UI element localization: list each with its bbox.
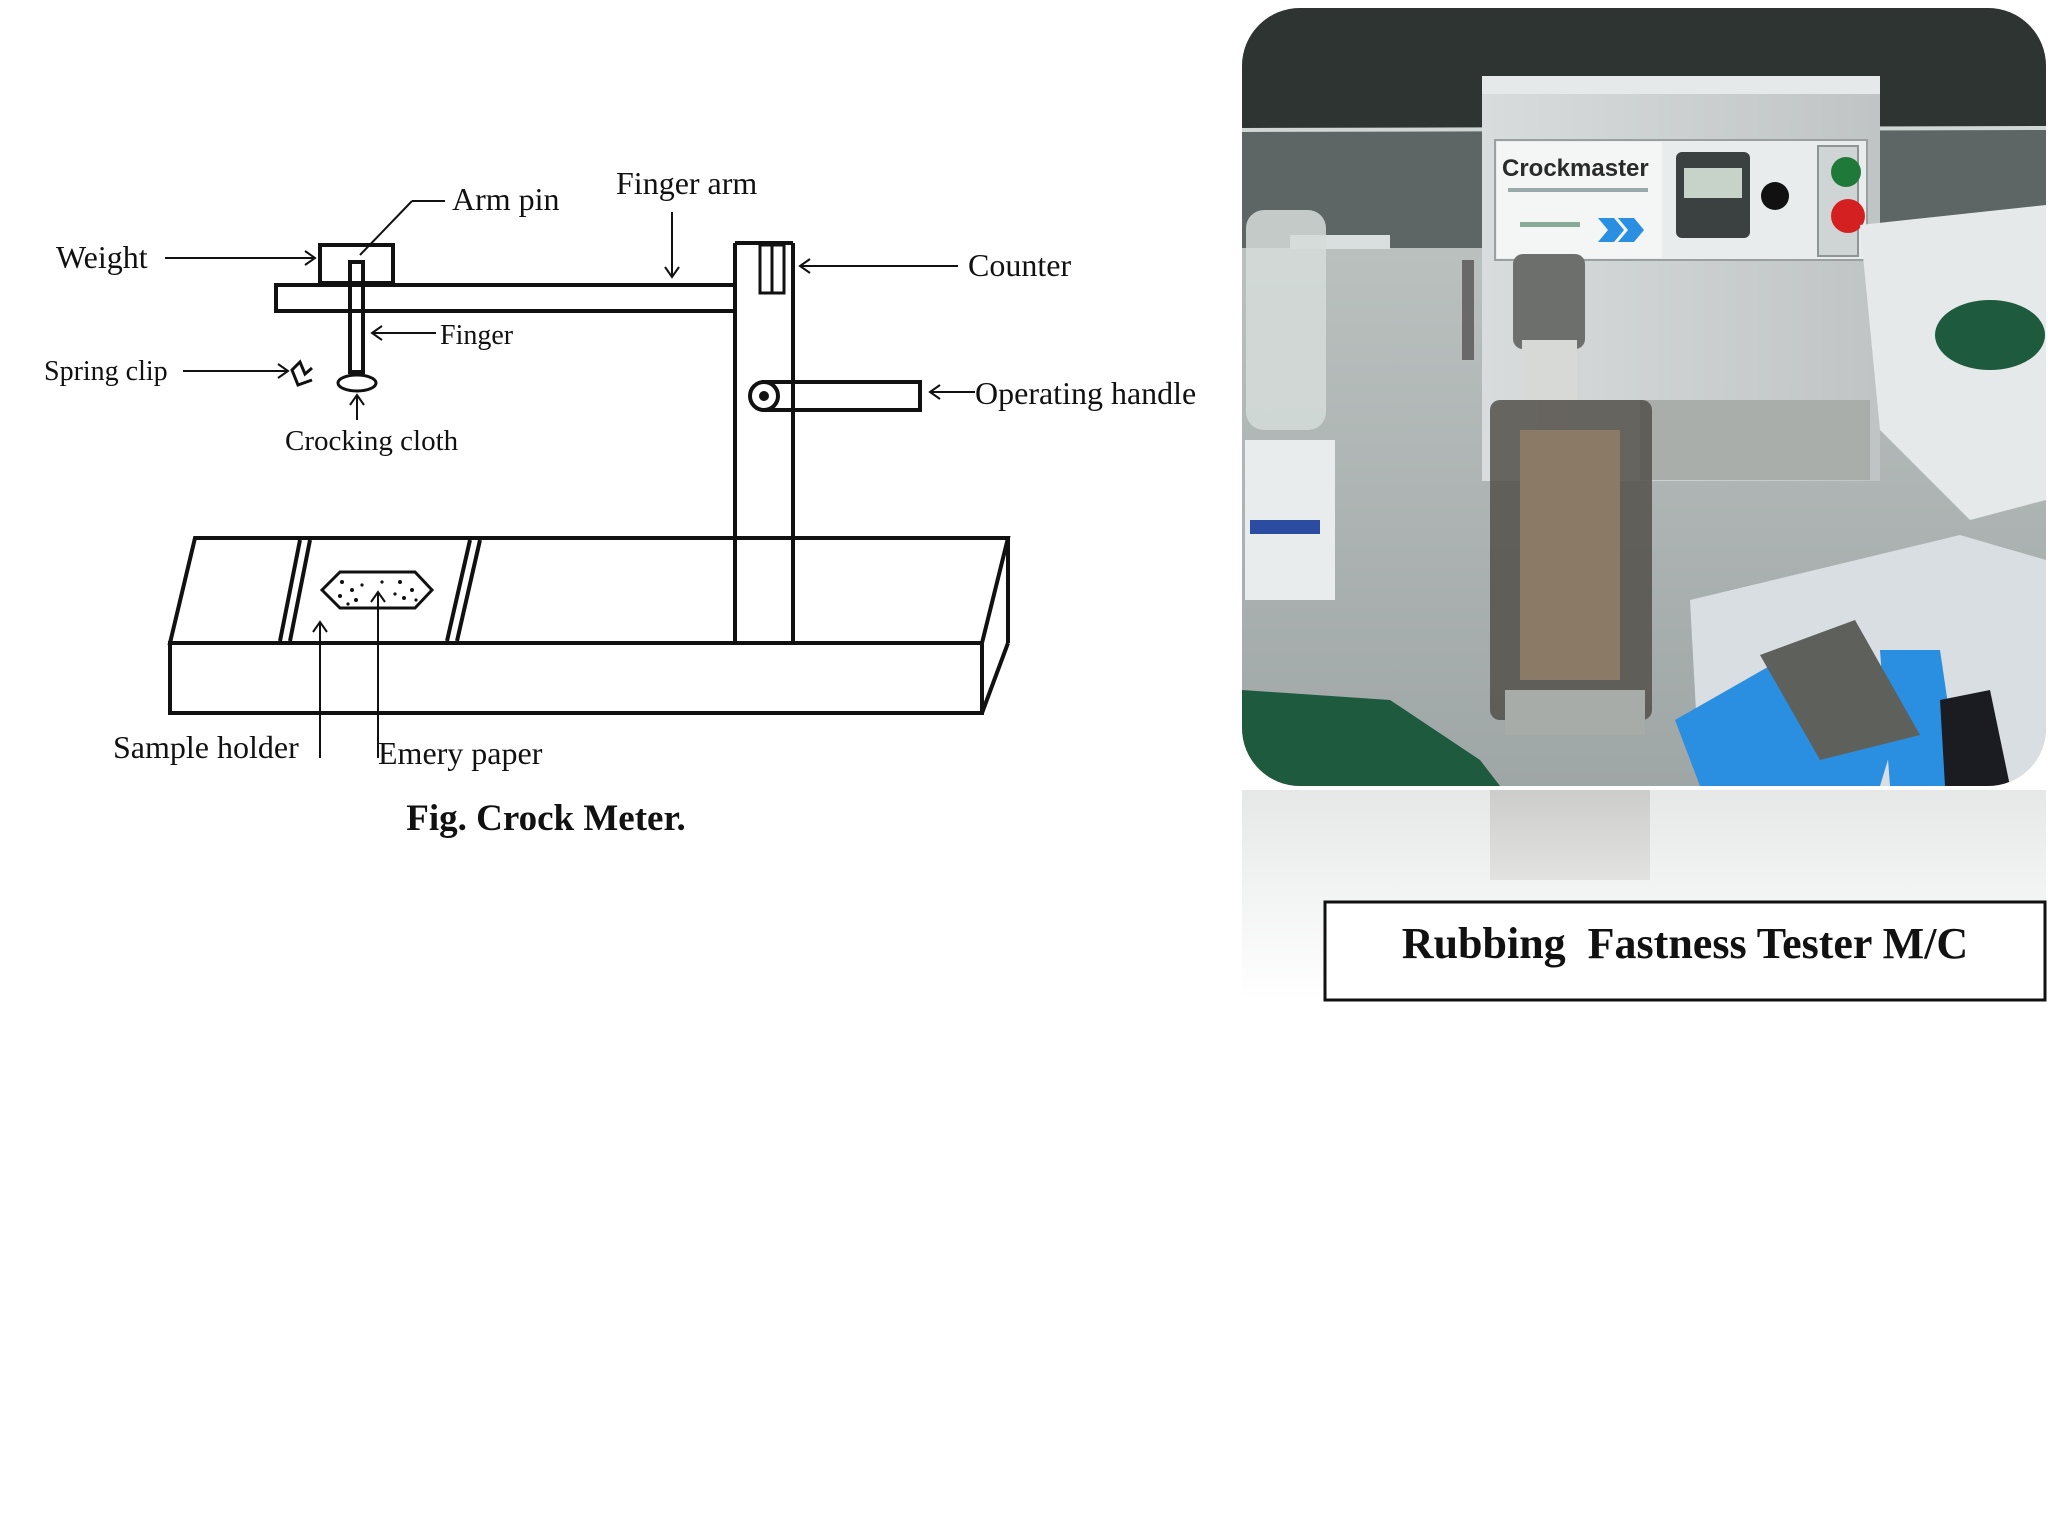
dial-knob xyxy=(1761,182,1789,210)
counter-display xyxy=(1676,152,1750,238)
label-spring-clip: Spring clip xyxy=(44,356,168,387)
label-counter: Counter xyxy=(968,247,1071,283)
operating-handle-shape xyxy=(748,380,922,412)
label-operating-handle: Operating handle xyxy=(975,375,1196,411)
label-arm-pin: Arm pin xyxy=(452,181,560,217)
label-finger: Finger xyxy=(440,320,514,351)
weight-shape xyxy=(318,243,395,285)
machine-front-panel xyxy=(1494,139,1868,261)
emery-paper-shape xyxy=(319,570,435,610)
sample-holder-shape xyxy=(278,539,482,642)
label-crocking-cloth: Crocking cloth xyxy=(285,425,459,457)
figure-caption: Fig. Crock Meter. xyxy=(406,798,685,839)
machine-body xyxy=(1482,76,1880,481)
stop-button xyxy=(1831,199,1865,233)
column xyxy=(733,241,795,643)
label-sample-holder: Sample holder xyxy=(113,729,299,765)
photo-title: Rubbing Fastness Tester M/C xyxy=(1402,919,1968,968)
photo: Crockmaster xyxy=(1242,8,2046,786)
finger-arm-shape xyxy=(274,283,737,313)
specimen-cover xyxy=(1490,400,1652,720)
finger-shape xyxy=(336,260,378,393)
photo-title-box xyxy=(1323,900,2047,1002)
crock-meter-diagram: Weight Arm pin Finger arm Counter Finger… xyxy=(44,165,1196,839)
label-emery-paper: Emery paper xyxy=(378,735,543,771)
start-button xyxy=(1831,157,1861,187)
counter-shape xyxy=(758,243,786,295)
label-finger-arm: Finger arm xyxy=(616,165,757,201)
spring-clip-shape xyxy=(290,359,313,387)
leader-lines xyxy=(165,200,975,758)
photo-reflection xyxy=(1242,790,2046,1000)
brand-crockmaster: Crockmaster xyxy=(1502,155,1649,182)
label-weight: Weight xyxy=(56,239,148,275)
